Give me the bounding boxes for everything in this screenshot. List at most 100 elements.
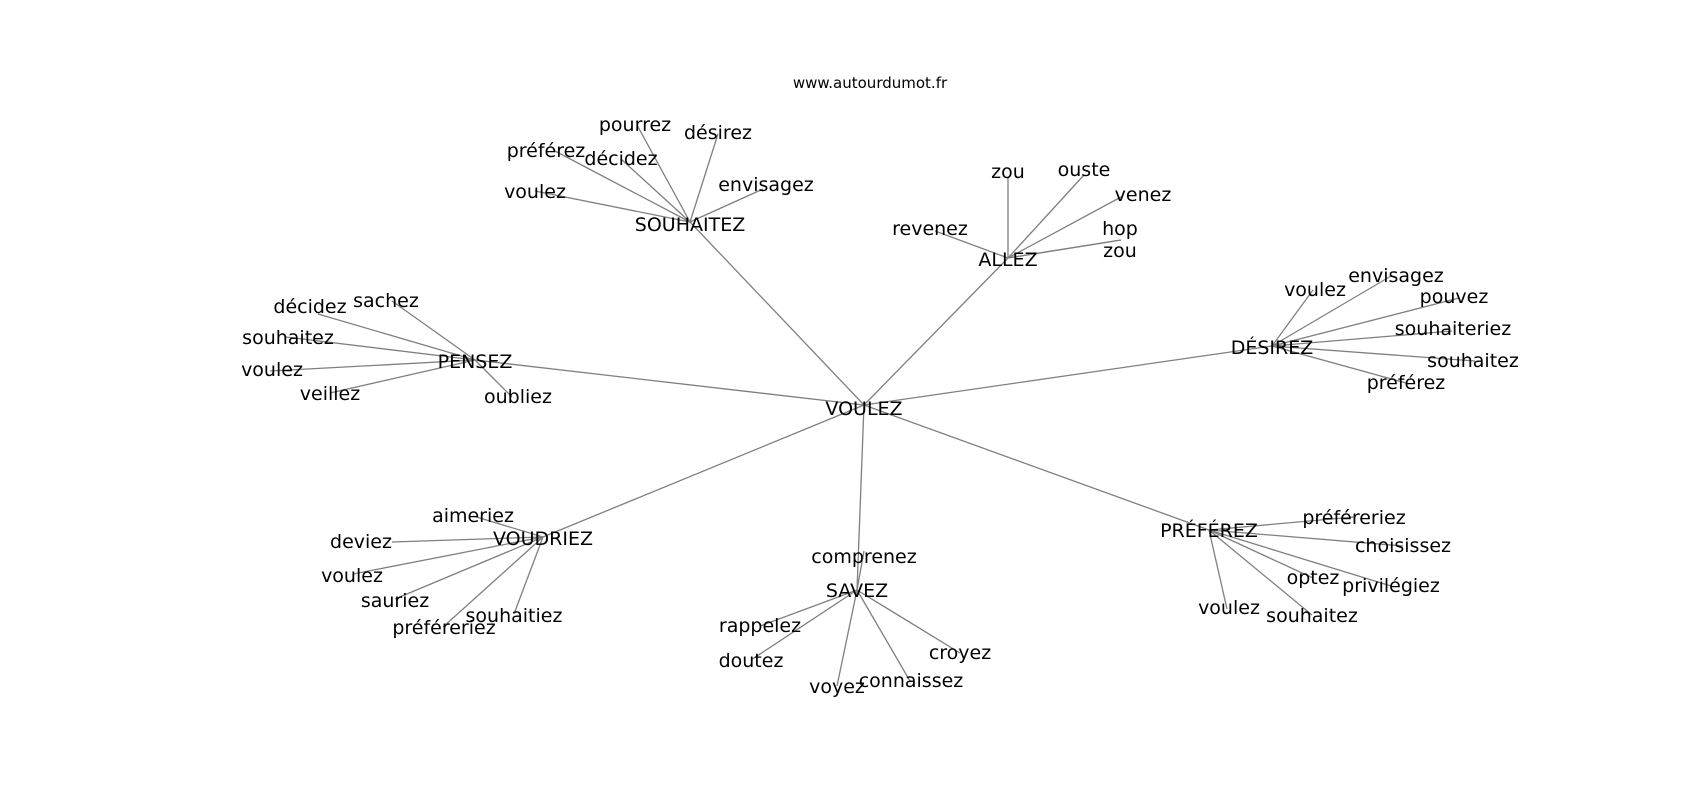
edge-allez-venez: [1007, 196, 1122, 259]
leaf-node-preferez-souhaitez: souhaitez: [1266, 605, 1358, 627]
edge-allez-ouste: [1007, 174, 1085, 259]
edge-preferez-choisissez: [1208, 529, 1404, 547]
edge-voulez-desirez: [863, 345, 1273, 406]
edge-desirez-envisagez: [1271, 275, 1392, 347]
leaf-node-souhaitez-pourrez: pourrez: [599, 114, 671, 136]
leaf-node-souhaitez-preferez: préférez: [507, 140, 586, 162]
leaf-node-allez-revenez: revenez: [892, 218, 968, 240]
leaf-node-voudriez-deviez: deviez: [330, 531, 392, 553]
leaf-node-allez-zou: zou: [991, 161, 1025, 183]
leaf-node-pensez-sachez: sachez: [353, 290, 419, 312]
leaf-node-souhaitez-envisagez: envisagez: [718, 174, 814, 196]
edges-layer: [269, 124, 1476, 687]
source-url: www.autourdumot.fr: [793, 74, 948, 92]
edge-voulez-souhaitez: [689, 221, 865, 406]
leaf-node-pensez-oubliez: oubliez: [484, 386, 552, 408]
leaf-node-voudriez-sauriez: sauriez: [361, 590, 429, 612]
edge-desirez-voulez: [1271, 289, 1314, 347]
leaf-node-preferez-voulez: voulez: [1198, 597, 1260, 619]
edge-pensez-sachez: [391, 300, 476, 361]
edge-desirez-souhaiteriez: [1271, 330, 1453, 347]
leaf-node-voudriez-voulez: voulez: [321, 565, 383, 587]
leaf-node-desirez-preferez: préférez: [1367, 372, 1446, 394]
edge-souhaitez-desirez: [689, 133, 719, 223]
edge-allez-revenez: [934, 230, 1009, 259]
edge-voulez-pensez: [474, 359, 865, 406]
hub-node-allez: ALLEZ: [978, 249, 1037, 271]
leaf-node-savez-voyez: voyez: [809, 676, 865, 698]
edge-allez-zou: [1007, 239, 1122, 259]
leaf-node-allez-venez: venez: [1115, 184, 1172, 206]
edge-souhaitez-decidez: [620, 158, 691, 223]
edge-pensez-voulez: [269, 359, 476, 372]
hub-node-souhaitez: SOUHAITEZ: [635, 214, 745, 236]
edge-pensez-decidez: [317, 313, 476, 361]
edge-souhaitez-voulez: [534, 190, 691, 223]
leaf-node-pensez-souhaitez: souhaitez: [242, 327, 334, 349]
edge-voulez-allez: [863, 257, 1009, 406]
leaf-node-preferez-prefereriez: préféreriez: [1302, 507, 1405, 529]
leaf-node-desirez-voulez: voulez: [1284, 279, 1346, 301]
edge-savez-comprenez: [856, 550, 865, 591]
edge-voudriez-souhaitiez: [513, 536, 544, 615]
center-node-label: VOULEZ: [825, 398, 902, 420]
leaf-node-preferez-optez: optez: [1287, 567, 1340, 589]
edge-desirez-preferez: [1271, 345, 1407, 384]
leaf-node-preferez-privilegiez: privilégiez: [1342, 575, 1440, 597]
edge-voudriez-aimeriez: [472, 515, 544, 538]
leaf-node-allez-zou: zou: [1103, 240, 1137, 262]
leaf-node-souhaitez-voulez: voulez: [504, 181, 566, 203]
edge-savez-voyez: [836, 589, 858, 687]
edge-voulez-voudriez: [542, 404, 865, 538]
hub-node-voudriez: VOUDRIEZ: [493, 528, 593, 550]
hub-node-preferez: PRÉFÉREZ: [1160, 519, 1258, 542]
edge-savez-rappelez: [759, 589, 858, 627]
leaf-node-allez-ouste: ouste: [1058, 159, 1111, 181]
leaf-node-allez-hop: hop: [1102, 218, 1138, 240]
edge-preferez-souhaitez: [1208, 529, 1313, 616]
hub-node-pensez: PENSEZ: [438, 351, 513, 373]
hub-node-savez: SAVEZ: [826, 580, 888, 602]
leaf-node-savez-connaissez: connaissez: [859, 670, 964, 692]
leaf-node-savez-croyez: croyez: [929, 642, 991, 664]
edge-preferez-voulez: [1208, 529, 1228, 610]
edge-pensez-oubliez: [474, 359, 513, 398]
edge-preferez-prefereriez: [1208, 516, 1355, 531]
edge-voulez-preferez: [863, 404, 1210, 531]
edge-preferez-privilegiez: [1208, 529, 1392, 587]
edge-desirez-souhaitez: [1271, 345, 1476, 362]
leaf-node-preferez-choisissez: choisissez: [1355, 535, 1451, 557]
leaf-node-pensez-voulez: voulez: [241, 359, 303, 381]
edge-savez-connaissez: [856, 589, 911, 682]
leaf-node-desirez-envisagez: envisagez: [1348, 265, 1444, 287]
leaf-node-voudriez-aimeriez: aimeriez: [432, 505, 514, 527]
edge-pensez-veillez: [329, 359, 476, 394]
leaf-node-desirez-pouvez: pouvez: [1420, 286, 1489, 308]
leaf-node-voudriez-souhaitiez: souhaitiez: [466, 605, 563, 627]
edge-voudriez-sauriez: [394, 536, 544, 600]
edge-voulez-savez: [856, 404, 865, 591]
leaf-node-desirez-souhaitez: souhaitez: [1427, 350, 1519, 372]
edge-preferez-optez: [1208, 529, 1314, 579]
leaf-node-pensez-veillez: veillez: [300, 383, 360, 405]
leaf-node-souhaitez-decidez: décidez: [584, 148, 657, 170]
leaf-node-voudriez-prefereriez: préféreriez: [392, 617, 495, 639]
leaf-node-desirez-souhaiteriez: souhaiteriez: [1395, 318, 1511, 340]
edge-souhaitez-envisagez: [689, 188, 764, 223]
edge-souhaitez-preferez: [554, 150, 691, 223]
edge-voudriez-voulez: [352, 536, 544, 575]
leaf-node-savez-doutez: doutez: [719, 650, 784, 672]
hub-node-desirez: DÉSIREZ: [1231, 336, 1314, 359]
leaf-node-savez-rappelez: rappelez: [719, 615, 801, 637]
edge-desirez-pouvez: [1271, 297, 1460, 347]
edge-savez-doutez: [750, 589, 858, 661]
leaf-node-pensez-decidez: décidez: [273, 296, 346, 318]
edge-pensez-souhaitez: [285, 336, 476, 361]
edge-voudriez-deviez: [391, 536, 544, 543]
edge-voudriez-prefereriez: [442, 536, 544, 628]
leaf-node-savez-comprenez: comprenez: [811, 546, 916, 568]
leaf-node-souhaitez-desirez: désirez: [684, 122, 752, 144]
edge-souhaitez-pourrez: [636, 124, 691, 223]
